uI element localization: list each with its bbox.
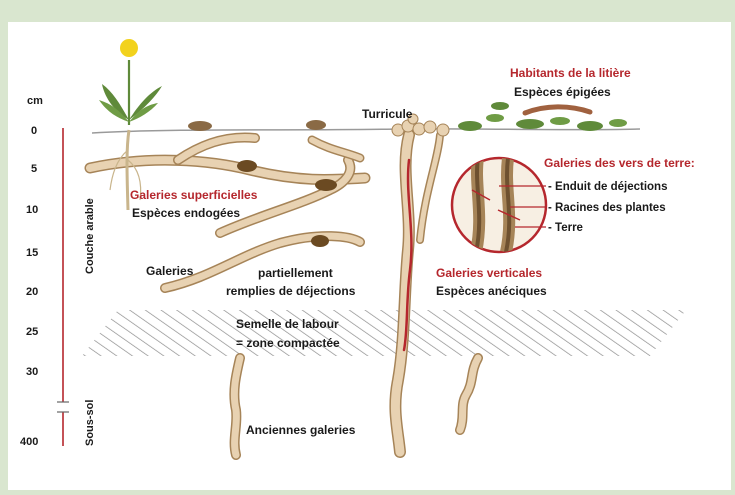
vertical-galleries-title: Galeries verticales	[436, 266, 542, 280]
layer-topsoil: Couche arable	[84, 198, 96, 274]
plough-pan-line1: Semelle de labour	[236, 317, 339, 331]
depth-unit: cm	[27, 95, 43, 107]
tick-15: 15	[26, 247, 38, 259]
galleries-label: Galeries	[146, 264, 194, 278]
tick-25: 25	[26, 326, 38, 338]
roots-label: - Racines des plantes	[548, 202, 666, 214]
layer-subsoil: Sous-sol	[84, 400, 96, 446]
tick-0: 0	[31, 125, 37, 137]
surface-galleries-species: Espèces endogées	[132, 206, 240, 220]
tick-10: 10	[26, 204, 38, 216]
earthworm-title: Galeries des vers de terre:	[544, 156, 695, 170]
surface-galleries-title: Galeries superficielles	[130, 188, 258, 202]
lining-label: - Enduit de déjections	[548, 181, 667, 193]
magnifier-lens	[452, 158, 546, 252]
dandelion-plant	[99, 39, 162, 210]
tick-5: 5	[31, 163, 37, 175]
tick-20: 20	[26, 286, 38, 298]
partial-line2: remplies de déjections	[226, 284, 356, 298]
old-galleries	[234, 358, 478, 455]
soil-label: - Terre	[548, 222, 583, 234]
plough-pan-line2: = zone compactée	[236, 336, 340, 350]
vertical-gallery	[395, 135, 440, 452]
litter-species: Espèces épigées	[514, 85, 611, 99]
plough-pan-hatching	[82, 310, 686, 356]
vertical-galleries-species: Espèces anéciques	[436, 284, 547, 298]
depth-scale	[57, 128, 69, 446]
litter-title: Habitants de la litière	[510, 66, 631, 80]
tick-400: 400	[20, 436, 38, 448]
casting-label: Turricule	[362, 107, 413, 121]
ground-surface	[92, 129, 640, 133]
tick-30: 30	[26, 366, 38, 378]
partial-line1: partiellement	[258, 266, 333, 280]
old-galleries-label: Anciennes galeries	[246, 423, 356, 437]
